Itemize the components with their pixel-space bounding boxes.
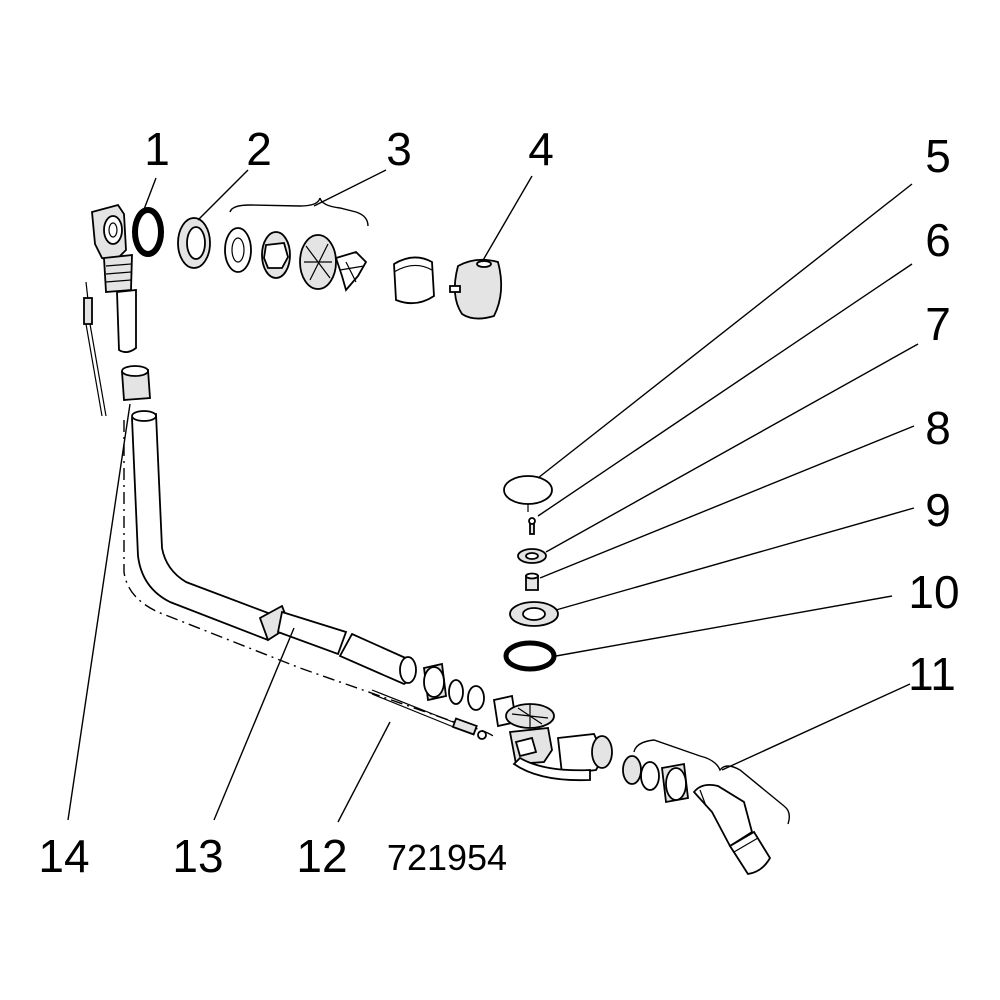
label-6: 6 bbox=[925, 214, 951, 266]
label-3: 3 bbox=[386, 123, 412, 175]
part-10-threaded-ring bbox=[503, 640, 557, 672]
leader-1 bbox=[142, 177, 157, 213]
pipe-union-nut bbox=[423, 662, 485, 711]
sleeve-ring bbox=[393, 256, 435, 305]
label-7: 7 bbox=[925, 298, 951, 350]
label-1: 1 bbox=[144, 123, 170, 175]
label-10: 10 bbox=[908, 566, 959, 618]
label-2: 2 bbox=[246, 123, 272, 175]
leader-4 bbox=[481, 175, 533, 263]
leader-7 bbox=[545, 343, 919, 553]
leader-10 bbox=[555, 595, 893, 657]
leader-5 bbox=[537, 183, 913, 479]
label-11: 11 bbox=[908, 648, 956, 700]
part-3-rosette-set bbox=[224, 227, 368, 292]
article-number: 721954 bbox=[387, 837, 507, 878]
part-6-screw bbox=[528, 517, 536, 535]
label-12: 12 bbox=[296, 830, 347, 882]
leader-2 bbox=[197, 169, 249, 221]
part-1-o-ring bbox=[132, 207, 164, 257]
leader-8 bbox=[539, 425, 915, 579]
part-8-spindle-sleeve bbox=[525, 572, 539, 591]
part-11-group-bracket bbox=[633, 739, 791, 825]
part-2-washer bbox=[177, 217, 211, 269]
overflow-elbow-housing bbox=[91, 203, 137, 353]
leader-lines bbox=[67, 169, 919, 823]
leader-3 bbox=[313, 169, 387, 207]
part-number-labels: 1 2 3 4 5 6 7 8 9 10 11 12 13 14 721954 bbox=[38, 123, 959, 882]
label-9: 9 bbox=[925, 484, 951, 536]
leader-12 bbox=[337, 721, 391, 823]
pipe-connector-sleeve bbox=[121, 365, 151, 401]
label-13: 13 bbox=[172, 830, 223, 882]
label-14: 14 bbox=[38, 830, 89, 882]
part-9-strainer-flange bbox=[509, 601, 559, 627]
label-8: 8 bbox=[925, 402, 951, 454]
leader-11 bbox=[721, 683, 911, 771]
part-14-bowden-cable bbox=[83, 281, 107, 417]
part-3-group-bracket bbox=[229, 197, 369, 227]
part-4-cover-cap bbox=[449, 258, 503, 320]
drain-body bbox=[492, 694, 613, 782]
leader-13 bbox=[213, 627, 295, 821]
part-12-drain-cable bbox=[371, 689, 487, 740]
leader-9 bbox=[555, 507, 915, 611]
leader-14 bbox=[67, 403, 131, 821]
assembly-centerline bbox=[123, 420, 497, 739]
part-11-outlet-elbow bbox=[622, 755, 772, 875]
part-7-washer bbox=[517, 548, 547, 564]
part-5-plug-disc bbox=[503, 475, 553, 512]
label-4: 4 bbox=[528, 123, 554, 175]
part-13-overflow-pipe bbox=[131, 410, 417, 686]
label-5: 5 bbox=[925, 130, 951, 182]
leader-6 bbox=[537, 263, 913, 517]
